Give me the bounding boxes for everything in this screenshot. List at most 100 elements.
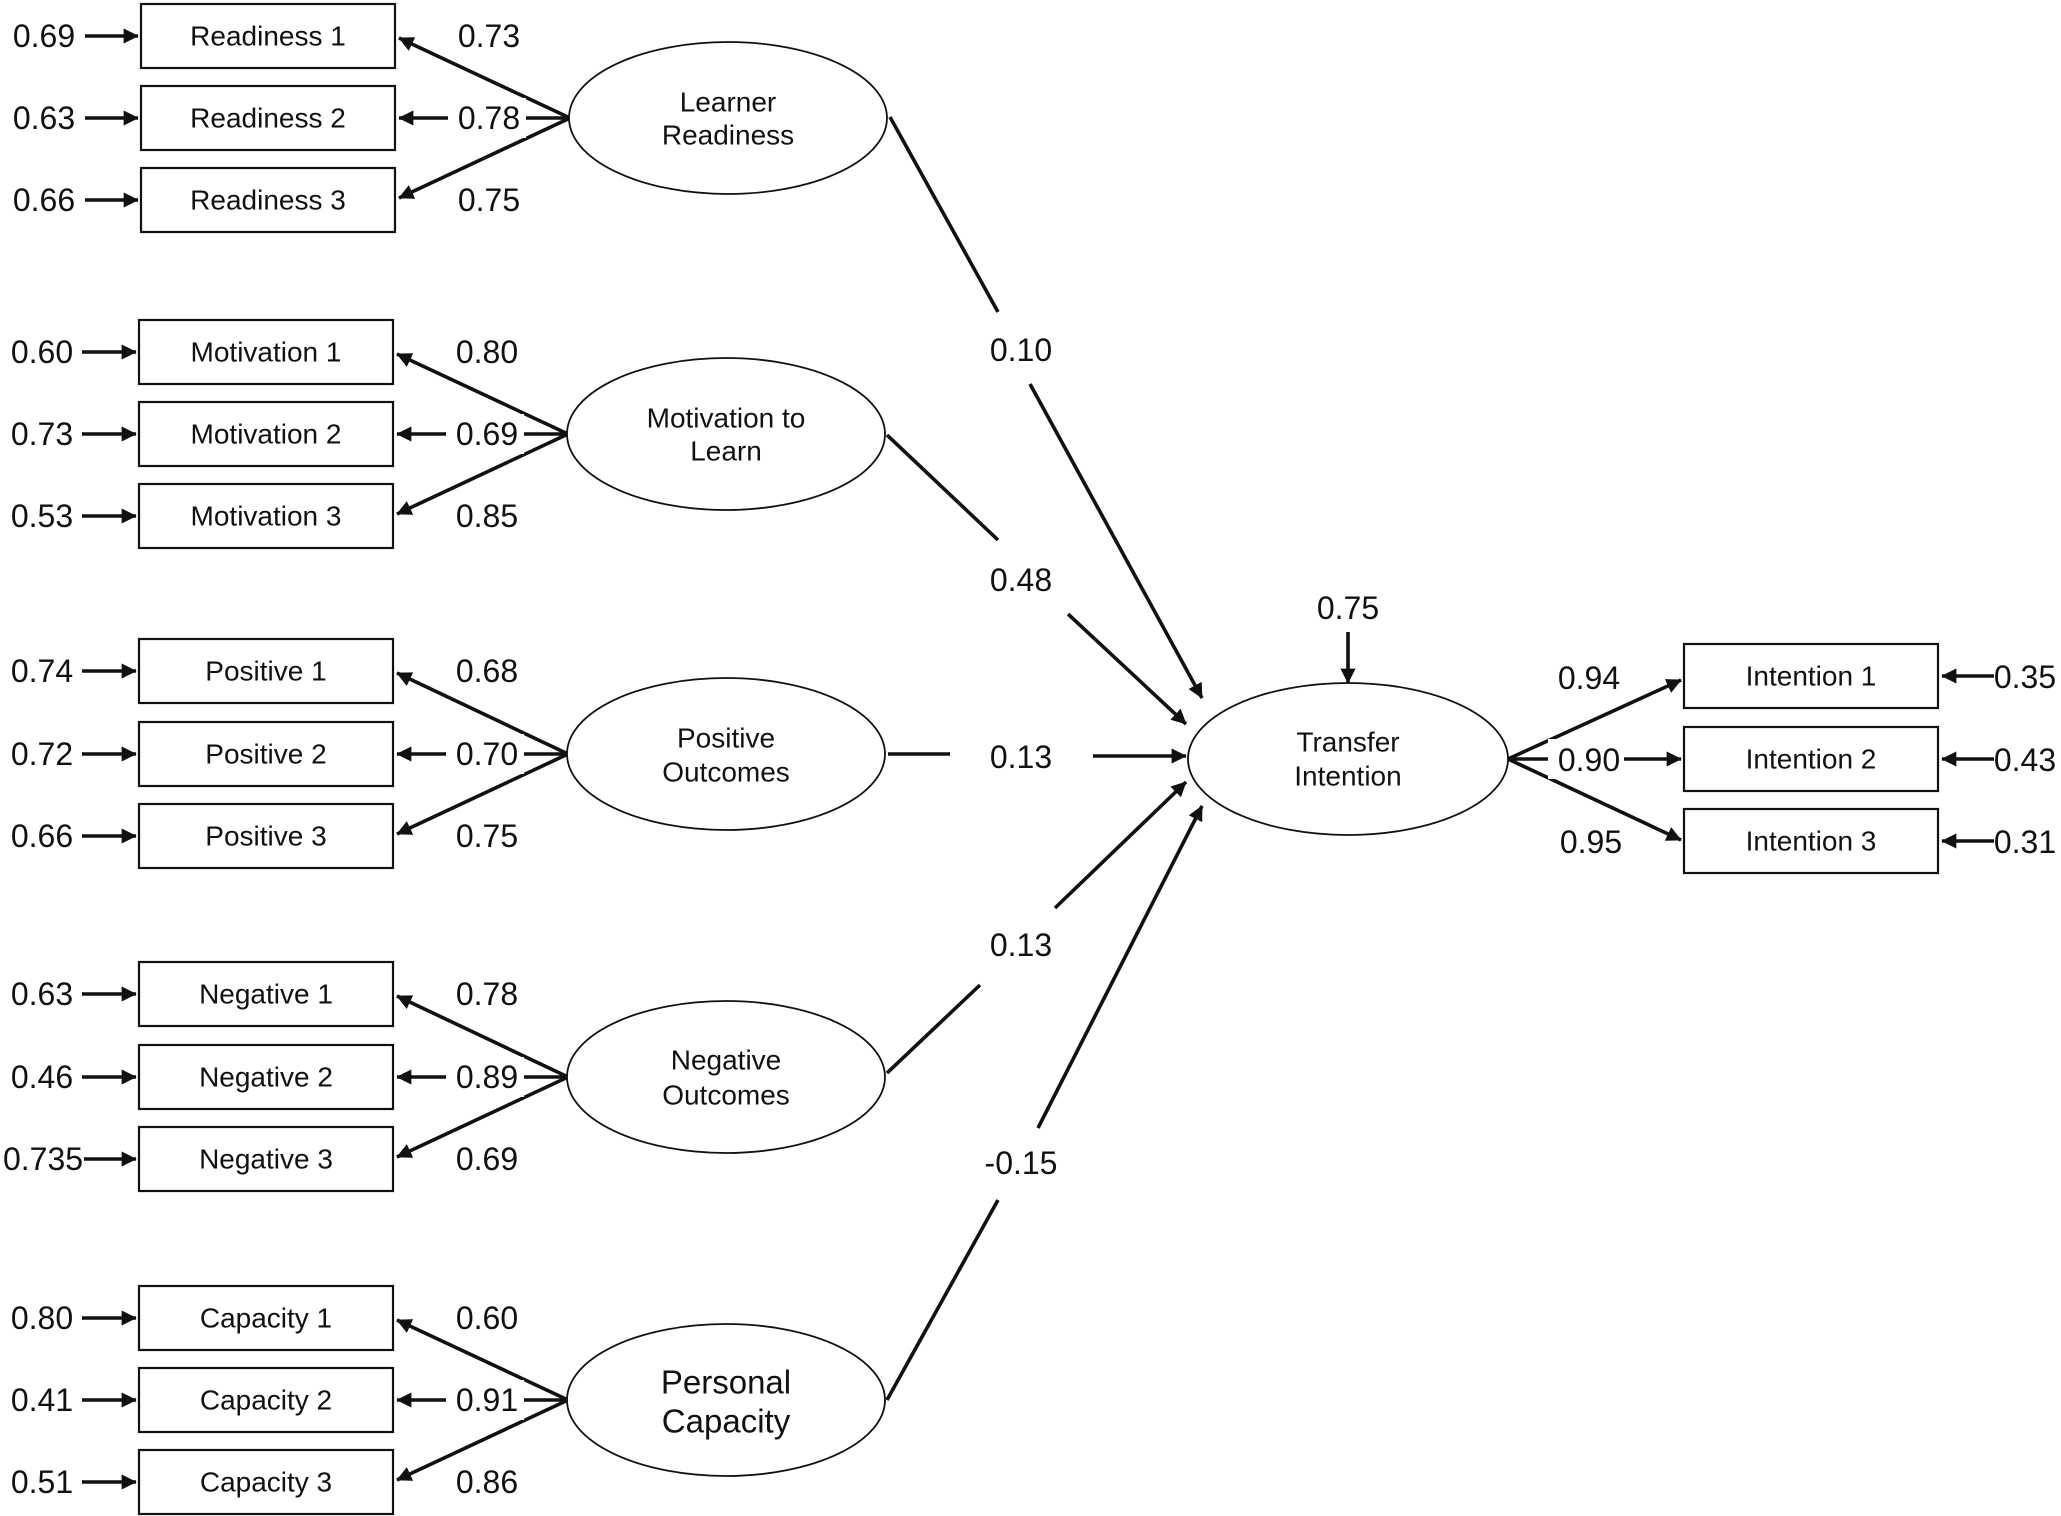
loading-arrow xyxy=(396,352,569,436)
indicator-label: Positive 3 xyxy=(205,821,326,852)
loading-value: 0.91 xyxy=(456,1382,518,1418)
path-coefficient: -0.15 xyxy=(985,1145,1058,1181)
latent-label: Positive xyxy=(677,723,775,754)
path-negative-arrow xyxy=(1053,780,1188,910)
indicator-label: Capacity 2 xyxy=(200,1385,332,1416)
loading-value: 0.89 xyxy=(456,1059,518,1095)
path-capacity-segment xyxy=(885,1199,1000,1401)
latent-negative: Negative Outcomes xyxy=(566,1000,886,1154)
path-coefficient: 0.13 xyxy=(990,739,1052,775)
path-coefficient: 0.48 xyxy=(990,562,1052,598)
indicator-label: Readiness 3 xyxy=(190,185,346,216)
indicator-box xyxy=(137,1043,395,1111)
error-value: 0.80 xyxy=(11,1300,73,1336)
loading-arrow xyxy=(1507,678,1682,761)
latent-ellipse xyxy=(566,677,886,831)
loading-value: 0.94 xyxy=(1558,660,1620,696)
indicator-box xyxy=(137,1284,395,1352)
loading-value: 0.78 xyxy=(458,100,520,136)
structural-paths: 0.10 0.48 0.13 0.13 -0.15 xyxy=(885,116,1204,1401)
error-value: 0.35 xyxy=(1994,659,2056,695)
loading-arrow xyxy=(396,1318,569,1402)
loading-arrow xyxy=(396,432,569,516)
error-value: 0.72 xyxy=(11,736,73,772)
indicator-box xyxy=(139,2,397,70)
group-capacity: 0.80 0.41 0.51 Capacity 1 Capacity 2 Cap… xyxy=(11,1284,569,1516)
error-value: 0.66 xyxy=(11,818,73,854)
path-coefficient: 0.10 xyxy=(990,332,1052,368)
error-value: 0.66 xyxy=(13,182,75,218)
latent-capacity: Personal Capacity xyxy=(566,1323,886,1477)
indicator-label: Motivation 2 xyxy=(191,419,342,450)
path-negative-segment xyxy=(885,983,982,1075)
latent-label: Transfer xyxy=(1296,727,1399,758)
latent-ellipse xyxy=(566,1000,886,1154)
group-intention: 0.94 0.90 0.95 Intention 1 Intention 2 I… xyxy=(1507,642,2056,875)
indicator-box xyxy=(139,84,397,152)
latent-label: Capacity xyxy=(662,1403,791,1440)
latent-label: Intention xyxy=(1294,761,1401,792)
indicator-label: Negative 1 xyxy=(199,979,333,1010)
latent-label: Outcomes xyxy=(662,1080,790,1111)
loading-value: 0.75 xyxy=(458,182,520,218)
loading-arrow xyxy=(396,1398,569,1482)
label-mask xyxy=(1548,739,1624,779)
loading-arrow xyxy=(398,116,571,200)
indicator-label: Capacity 1 xyxy=(200,1303,332,1334)
loading-arrow xyxy=(398,36,571,120)
error-value: 0.53 xyxy=(11,498,73,534)
indicator-box xyxy=(137,960,395,1028)
indicator-box xyxy=(137,1448,395,1516)
loading-value: 0.70 xyxy=(456,736,518,772)
latent-label: Personal xyxy=(661,1364,791,1401)
group-readiness: 0.69 0.63 0.66 Readiness 1 Readiness 2 R… xyxy=(13,2,571,234)
path-motivation-segment xyxy=(885,433,1000,542)
indicator-box xyxy=(137,1125,395,1193)
loading-arrow xyxy=(396,752,569,836)
indicator-box xyxy=(137,720,395,788)
path-coefficient: 0.13 xyxy=(990,927,1052,963)
loading-value: 0.78 xyxy=(456,976,518,1012)
path-capacity-arrow xyxy=(1036,805,1204,1129)
latent-label: Learner xyxy=(680,87,777,118)
residual-value: 0.75 xyxy=(1317,590,1379,626)
loading-value: 0.95 xyxy=(1560,824,1622,860)
loading-value: 0.85 xyxy=(456,498,518,534)
loading-arrow xyxy=(396,671,569,756)
indicator-label: Intention 1 xyxy=(1746,661,1877,692)
indicator-box xyxy=(137,637,395,705)
error-value: 0.735 xyxy=(3,1141,83,1177)
error-value: 0.63 xyxy=(11,976,73,1012)
indicator-box xyxy=(137,400,395,468)
path-readiness-segment xyxy=(888,116,1000,313)
loading-value: 0.86 xyxy=(456,1464,518,1500)
indicator-label: Negative 2 xyxy=(199,1062,333,1093)
indicator-label: Positive 2 xyxy=(205,739,326,770)
error-value: 0.41 xyxy=(11,1382,73,1418)
loading-value: 0.68 xyxy=(456,653,518,689)
latent-readiness: Learner Readiness xyxy=(568,41,888,195)
latent-ellipse xyxy=(568,41,888,195)
label-mask xyxy=(446,1380,524,1420)
group-negative: 0.63 0.46 0.735 Negative 1 Negative 2 Ne… xyxy=(3,960,569,1193)
indicator-box xyxy=(137,802,395,870)
indicator-label: Capacity 3 xyxy=(200,1467,332,1498)
latent-transfer: 0.75 Transfer Intention xyxy=(1187,590,1509,836)
latent-ellipse xyxy=(566,1323,886,1477)
indicator-box xyxy=(137,1366,395,1434)
latent-ellipse xyxy=(1187,682,1509,836)
group-positive: 0.74 0.72 0.66 Positive 1 Positive 2 Pos… xyxy=(11,637,569,870)
error-value: 0.46 xyxy=(11,1059,73,1095)
indicator-label: Intention 3 xyxy=(1746,826,1877,857)
indicator-label: Motivation 3 xyxy=(191,501,342,532)
latent-positive: Positive Outcomes xyxy=(566,677,886,831)
error-value: 0.74 xyxy=(11,653,73,689)
latent-label: Readiness xyxy=(662,120,794,151)
loading-value: 0.60 xyxy=(456,1300,518,1336)
indicator-label: Motivation 1 xyxy=(191,337,342,368)
loading-value: 0.69 xyxy=(456,1141,518,1177)
loading-arrow xyxy=(1507,757,1682,842)
indicator-box xyxy=(137,318,395,386)
indicator-box xyxy=(137,482,395,550)
